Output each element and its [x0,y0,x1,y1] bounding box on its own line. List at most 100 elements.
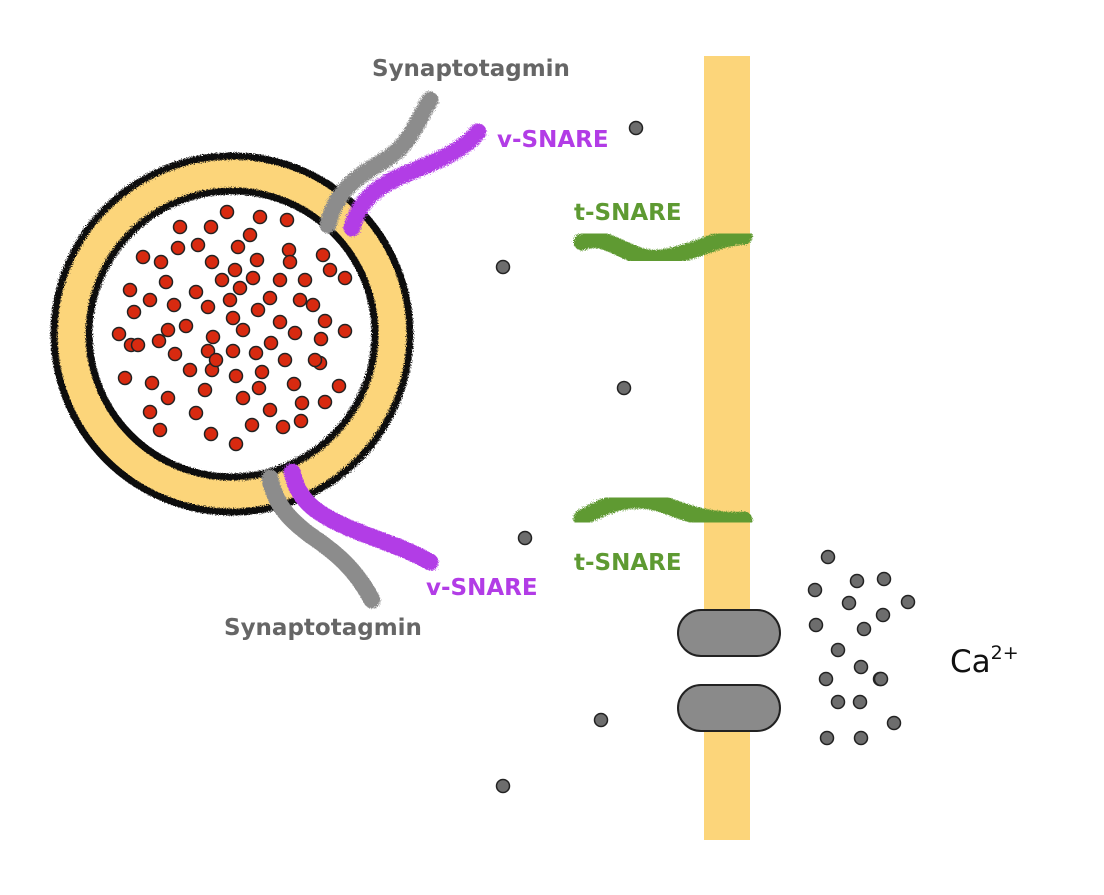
neurotransmitter-molecule [170,240,186,256]
neurotransmitter-molecule [262,290,278,306]
neurotransmitter-molecule [232,280,248,296]
vesicle-outer-leaflet [50,152,414,516]
neurotransmitter-molecule [235,390,251,406]
neurotransmitter-molecule [225,310,241,326]
neurotransmitter-molecule [204,254,220,270]
neurotransmitter-molecule [305,297,321,313]
neurotransmitter-molecule [244,417,260,433]
neurotransmitter-molecule [317,394,333,410]
neurotransmitter-molecule [200,299,216,315]
neurotransmitter-molecule [205,329,221,345]
channel-subunit-lower [677,684,781,732]
neurotransmitter-molecule [313,331,329,347]
calcium-ion [495,259,511,275]
neurotransmitter-molecule [111,326,127,342]
calcium-ion [495,778,511,794]
neurotransmitter-molecule [277,352,293,368]
t-snare-bottom [573,491,753,529]
label-synaptotagmin-bottom: Synaptotagmin [224,615,422,641]
neurotransmitter-molecule [251,380,267,396]
neurotransmitter-molecule [167,346,183,362]
neurotransmitter-molecule [248,345,264,361]
calcium-ion [900,594,916,610]
neurotransmitter-molecule [200,343,216,359]
calcium-ion [853,730,869,746]
neurotransmitter-molecule [281,242,297,258]
neurotransmitter-molecule [188,405,204,421]
label-v-snare-top: v-SNARE [497,127,609,153]
neurotransmitter-molecule [182,362,198,378]
vesicle-membrane-fill [56,158,408,510]
neurotransmitter-molecule [317,313,333,329]
neurotransmitter-molecule [152,422,168,438]
synaptotagmin-bottom [261,469,381,609]
channel-subunit-upper [677,609,781,657]
neurotransmitter-molecule [222,292,238,308]
calcium-ion [807,582,823,598]
calcium-ion [820,549,836,565]
neurotransmitter-molecule [249,252,265,268]
label-t-snare-top: t-SNARE [574,200,682,226]
neurotransmitter-molecule [190,237,206,253]
neurotransmitter-molecule [337,270,353,286]
calcium-ion [616,380,632,396]
neurotransmitter-molecule [126,304,142,320]
v-snare-top [343,123,487,237]
neurotransmitter-molecules [111,204,353,452]
calcium-charge: 2+ [991,642,1019,664]
calcium-ion [875,607,891,623]
neurotransmitter-molecule [252,209,268,225]
neurotransmitter-molecule [282,254,298,270]
neurotransmitter-molecule [160,322,176,338]
neurotransmitter-molecule [242,227,258,243]
neurotransmitter-molecule [227,262,243,278]
v-snare-bottom [283,463,439,571]
neurotransmitter-molecule [254,364,270,380]
neurotransmitter-molecule [135,249,151,265]
calcium-symbol: Ca [950,644,991,680]
neurotransmitter-molecule [188,284,204,300]
neurotransmitter-molecule [307,352,323,368]
calcium-ion [819,730,835,746]
neurotransmitter-molecule [225,343,241,359]
t-snare-top [573,227,753,267]
calcium-ion [830,642,846,658]
calcium-ion [856,621,872,637]
neurotransmitter-molecule [178,318,194,334]
neurotransmitter-molecule [245,270,261,286]
neurotransmitter-molecule [275,419,291,435]
neurotransmitter-molecule [117,370,133,386]
neurotransmitter-molecule [286,376,302,392]
calcium-ion [849,573,865,589]
neurotransmitter-molecule [235,322,251,338]
label-v-snare-bottom: v-SNARE [426,575,538,601]
calcium-channel [677,609,781,732]
neurotransmitter-molecule [263,335,279,351]
vesicle-inner-leaflet [85,187,379,481]
neurotransmitter-molecule [160,390,176,406]
calcium-ion [517,530,533,546]
neurotransmitter-molecule [279,212,295,228]
neurotransmitter-molecule [272,272,288,288]
label-t-snare-bottom: t-SNARE [574,550,682,576]
synaptotagmin-top [319,91,439,234]
neurotransmitter-molecule [297,272,313,288]
neurotransmitter-molecule [293,413,309,429]
calcium-ion [593,712,609,728]
neurotransmitter-molecule [208,352,224,368]
neurotransmitter-molecule [197,382,213,398]
calcium-ion [876,571,892,587]
neurotransmitter-molecule [287,325,303,341]
neurotransmitter-molecule [142,404,158,420]
neurotransmitter-molecule [228,436,244,452]
label-synaptotagmin-top: Synaptotagmin [372,56,570,82]
neurotransmitter-molecule [294,395,310,411]
label-calcium-ion: Ca2+ [950,642,1019,680]
calcium-ion [818,671,834,687]
neurotransmitter-molecule [228,368,244,384]
neurotransmitter-molecule [337,323,353,339]
neurotransmitter-molecule [203,219,219,235]
calcium-ion [852,694,868,710]
neurotransmitter-molecule [153,254,169,270]
